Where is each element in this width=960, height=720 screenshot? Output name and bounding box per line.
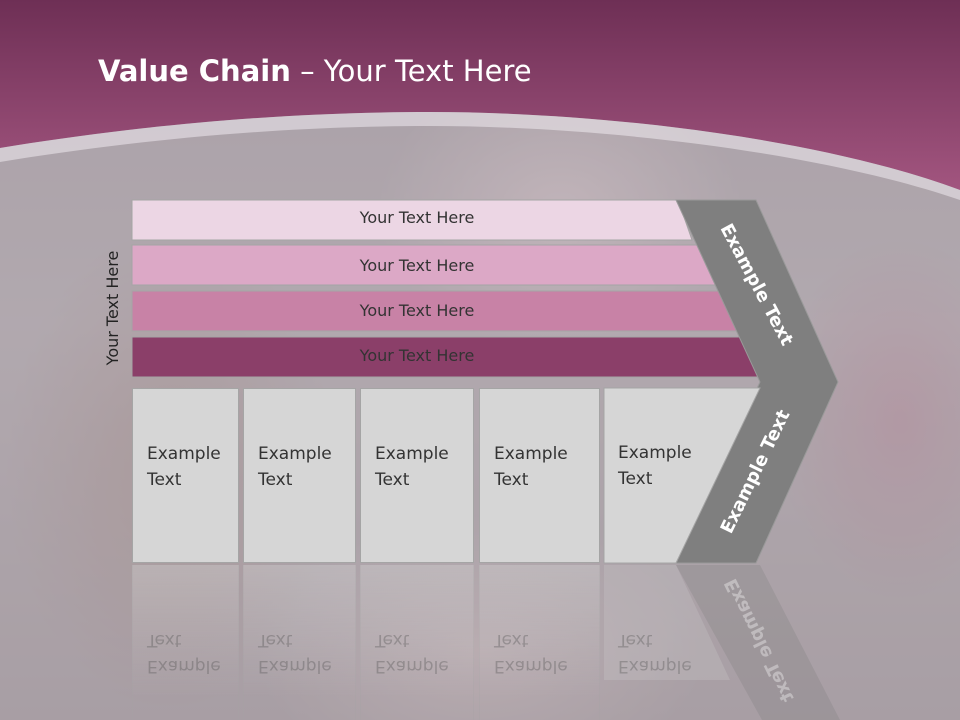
- box-line1: Example: [375, 444, 449, 464]
- bar-label-4: Your Text Here: [359, 346, 475, 365]
- chevron-arrow: [675, 199, 839, 564]
- box-reflection-5: [604, 565, 730, 680]
- reflect-text-4: Example Text: [494, 627, 568, 679]
- reflect-text-5: Example Text: [618, 627, 692, 679]
- box-line2: Text: [258, 470, 293, 490]
- box-reflection-5-text: Example Text: [604, 565, 724, 720]
- slide-title: Value Chain – Your Text Here: [98, 54, 532, 88]
- reflect-line2: Text: [147, 630, 182, 650]
- chevron-reflection: [676, 565, 840, 720]
- box-line1: Example: [618, 443, 692, 463]
- box-shape-5: [603, 387, 761, 564]
- reflect-line2: Text: [618, 630, 653, 650]
- reflect-text-3: Example Text: [375, 627, 449, 679]
- reflect-line1: Example: [375, 656, 449, 676]
- box-line2: Text: [494, 470, 529, 490]
- bar-label-3: Your Text Here: [359, 301, 475, 320]
- box-reflection-1: Example Text: [132, 565, 239, 720]
- box-line1: Example: [147, 444, 221, 464]
- reflect-line1: Example: [618, 656, 692, 676]
- box-line2: Text: [375, 470, 410, 490]
- reflect-text-2: Example Text: [258, 627, 332, 679]
- bar-label-1: Your Text Here: [359, 208, 475, 227]
- reflect-line2: Text: [258, 630, 293, 650]
- reflect-text-1: Example Text: [147, 627, 221, 679]
- box-line1: Example: [494, 444, 568, 464]
- reflect-line1: Example: [494, 656, 568, 676]
- box-reflection-4: Example Text: [479, 565, 600, 720]
- reflect-line2: Text: [375, 630, 410, 650]
- box-line1: Example: [258, 444, 332, 464]
- box-line2: Text: [618, 469, 653, 489]
- title-rest: – Your Text Here: [290, 54, 532, 88]
- reflect-line2: Text: [494, 630, 529, 650]
- header-band: [0, 0, 960, 200]
- reflect-line1: Example: [258, 656, 332, 676]
- reflect-line1: Example: [147, 656, 221, 676]
- bar-label-2: Your Text Here: [359, 256, 475, 275]
- box-reflection-3: Example Text: [360, 565, 474, 720]
- bar-shape-1: [131, 199, 693, 241]
- box-line2: Text: [147, 470, 182, 490]
- title-bold: Value Chain: [98, 54, 291, 88]
- box-reflection-2: Example Text: [243, 565, 356, 720]
